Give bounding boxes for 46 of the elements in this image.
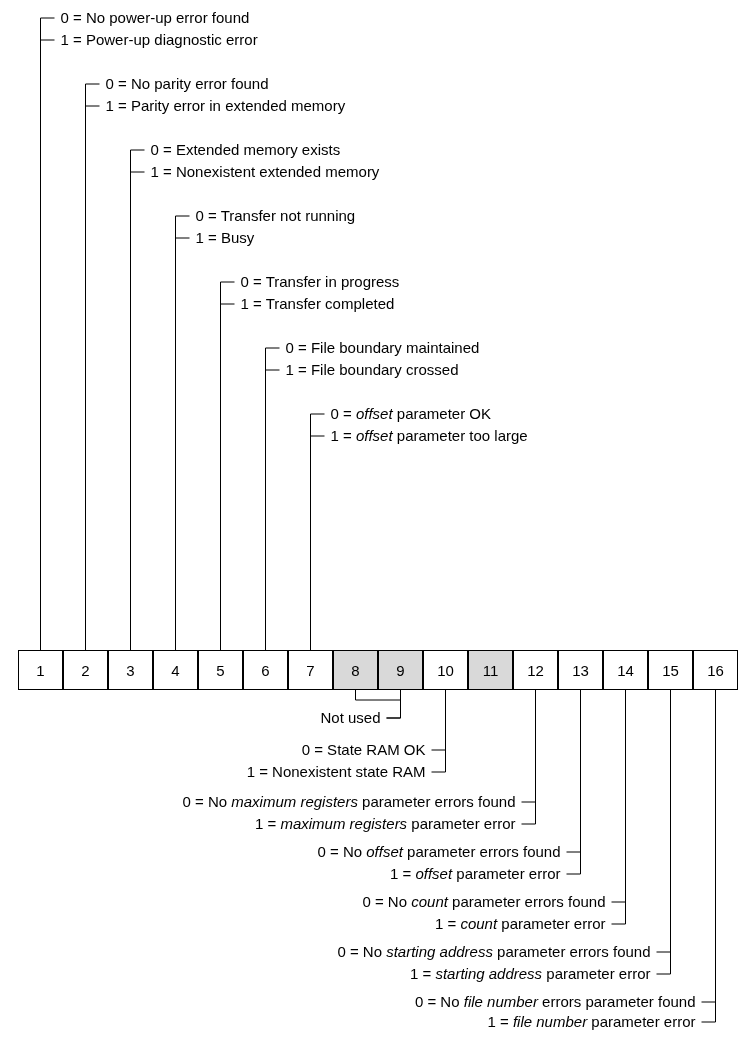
bit-description: 0 = No maximum registers parameter errors found xyxy=(182,792,516,812)
bit-description: 1 = Nonexistent extended memory xyxy=(150,162,380,182)
bit-cell: 1 xyxy=(18,650,63,690)
bit-description: 1 = File boundary crossed xyxy=(285,360,459,380)
bit-description: 0 = File boundary maintained xyxy=(285,338,480,358)
bit-description: 0 = Extended memory exists xyxy=(150,140,341,160)
bit-description: 1 = Busy xyxy=(195,228,255,248)
bit-description: 0 = Transfer in progress xyxy=(240,272,400,292)
bit-cell: 6 xyxy=(243,650,288,690)
bit-description: Not used xyxy=(320,708,381,728)
bit-cell: 4 xyxy=(153,650,198,690)
bit-description: 0 = No count parameter errors found xyxy=(362,892,606,912)
bit-description: 1 = Parity error in extended memory xyxy=(105,96,346,116)
bit-cell: 5 xyxy=(198,650,243,690)
bit-description: 0 = No parity error found xyxy=(105,74,269,94)
leader-line xyxy=(386,689,401,719)
bit-cell: 8 xyxy=(333,650,378,690)
bit-description: 1 = Power-up diagnostic error xyxy=(60,30,258,50)
bit-description: 1 = count parameter error xyxy=(435,914,606,934)
bit-description: 1 = offset parameter error xyxy=(390,864,561,884)
bit-description: 0 = No starting address parameter errors found xyxy=(337,942,651,962)
bit-cell: 13 xyxy=(558,650,603,690)
bit-cell: 3 xyxy=(108,650,153,690)
bit-cell: 11 xyxy=(468,650,513,690)
bit-description: 1 = maximum registers parameter error xyxy=(255,814,516,834)
bit-description: 1 = file number parameter error xyxy=(487,1012,696,1032)
bit-cell: 16 xyxy=(693,650,738,690)
bit-cell: 15 xyxy=(648,650,693,690)
bit-description: 1 = offset parameter too large xyxy=(330,426,528,446)
bit-cell: 12 xyxy=(513,650,558,690)
bit-cell: 2 xyxy=(63,650,108,690)
bit-description: 0 = No file number errors parameter found xyxy=(414,992,696,1012)
bit-description: 1 = starting address parameter error xyxy=(409,964,651,984)
bit-cell: 10 xyxy=(423,650,468,690)
bit-description: 0 = Transfer not running xyxy=(195,206,356,226)
bit-description: 0 = No offset parameter errors found xyxy=(317,842,561,862)
leader-line xyxy=(431,689,446,773)
leader-line xyxy=(521,689,536,825)
bit-cell: 14 xyxy=(603,650,648,690)
bit-description: 1 = Transfer completed xyxy=(240,294,395,314)
bit-description: 0 = offset parameter OK xyxy=(330,404,491,424)
bit-cell: 9 xyxy=(378,650,423,690)
bit-description: 0 = No power-up error found xyxy=(60,8,250,28)
bit-cell: 7 xyxy=(288,650,333,690)
bit-description: 0 = State RAM OK xyxy=(301,740,426,760)
bit-description: 1 = Nonexistent state RAM xyxy=(246,762,426,782)
